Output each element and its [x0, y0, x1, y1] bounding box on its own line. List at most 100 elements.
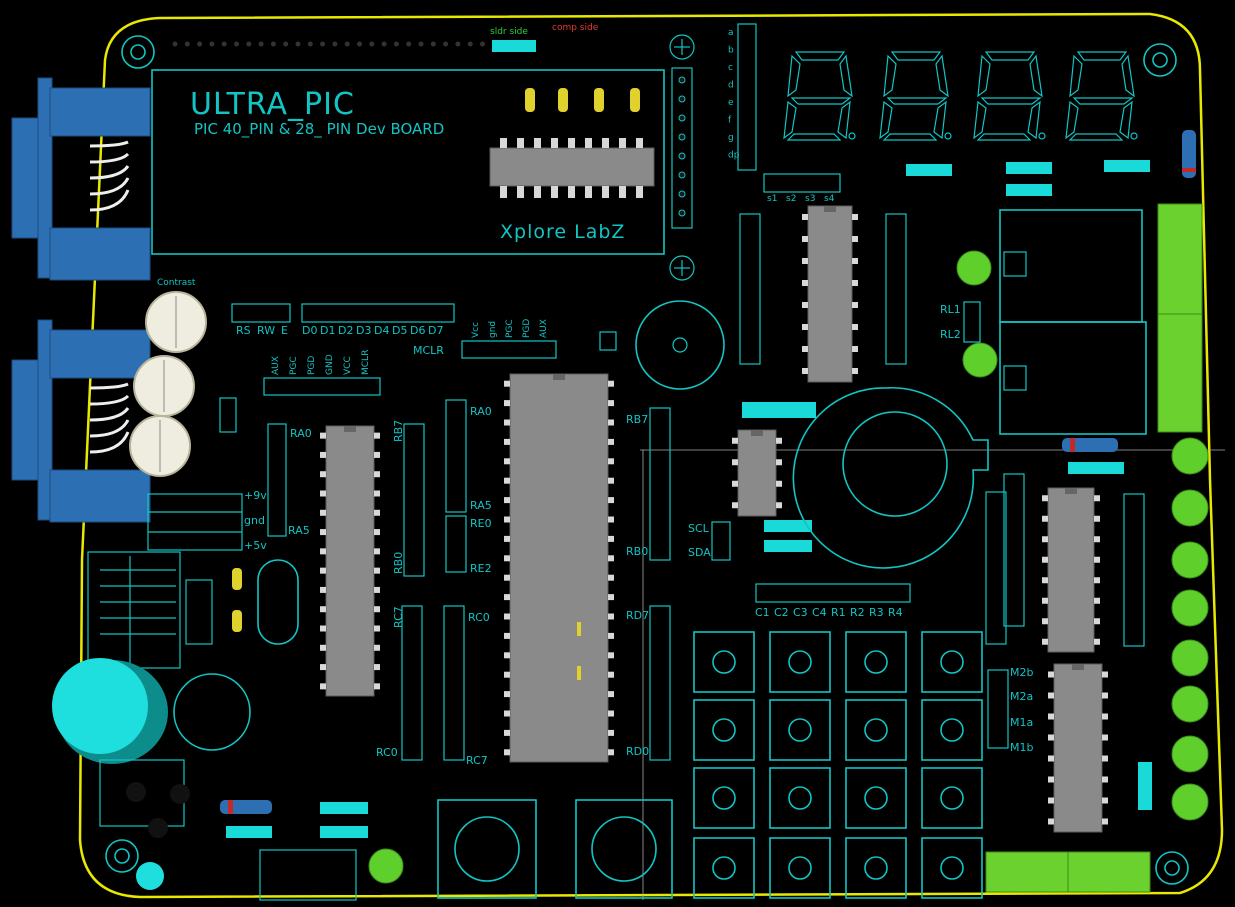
- keypad-key-r1-c3[interactable]: [845, 631, 907, 693]
- user-button[interactable]: [575, 799, 673, 899]
- key-plunger: [864, 856, 888, 880]
- segment: [984, 51, 1036, 61]
- keypad-key-r2-c4[interactable]: [921, 699, 983, 761]
- relay-label-1: RL1: [940, 303, 961, 316]
- keypad-key-r3-c3[interactable]: [845, 767, 907, 829]
- keypad-key-r4-c2[interactable]: [769, 837, 831, 899]
- keypad-key-r2-c3[interactable]: [845, 699, 907, 761]
- keypad-key-r2-c1[interactable]: [693, 699, 755, 761]
- ic-pin: [1042, 556, 1048, 563]
- ic-pin: [1048, 692, 1054, 699]
- header-hole: [455, 41, 461, 47]
- ic-pin: [852, 236, 858, 242]
- db9-lead: [89, 419, 130, 438]
- header-hole: [307, 41, 313, 47]
- ic-motor-driver-2: [1048, 663, 1108, 833]
- keypad-key-r3-c4[interactable]: [921, 767, 983, 829]
- ic-body: [737, 429, 777, 517]
- round-sensor: [792, 386, 989, 569]
- ic-pin: [636, 186, 643, 198]
- lcd-pin-d7: D7: [428, 324, 443, 337]
- solder-side-label: sldr side: [490, 27, 528, 37]
- ic-pin: [852, 214, 858, 220]
- digit-select-s3: s3: [805, 194, 815, 204]
- keypad-key-r3-c2[interactable]: [769, 767, 831, 829]
- ic-pin: [1042, 515, 1048, 522]
- seg-label-dp: dp: [728, 151, 740, 161]
- power-5v: +5v: [244, 539, 267, 552]
- icsp-left-gnd: GND: [325, 354, 335, 375]
- segment: [1029, 54, 1043, 98]
- keypad-key-r4-c1[interactable]: [693, 837, 755, 899]
- dc-jack: [99, 759, 190, 838]
- ic-pin: [320, 664, 326, 671]
- power-header: [147, 493, 243, 551]
- ic-pin: [776, 437, 782, 444]
- key-outline: [693, 767, 755, 829]
- ic-pin: [504, 497, 510, 504]
- ic-pin: [1102, 671, 1108, 678]
- icsp-top-gnd: gnd: [488, 321, 498, 338]
- ic-pin: [374, 586, 380, 593]
- ic-pin: [504, 671, 510, 678]
- decimal-point: [944, 132, 952, 140]
- motor-m2b: M2b: [1010, 666, 1033, 679]
- keypad-pin-r3: R3: [869, 606, 884, 619]
- keypad-key-r1-c2[interactable]: [769, 631, 831, 693]
- ic-pin: [1048, 734, 1054, 741]
- keypad-pin-r4: R4: [888, 606, 903, 619]
- header-hole: [357, 41, 362, 47]
- brand-name: Xplore LabZ: [500, 221, 625, 243]
- keypad-pin-c4: C4: [812, 606, 827, 619]
- header-hole: [209, 41, 215, 47]
- lcd-pin-rs: RS: [236, 324, 251, 337]
- keypad-key-r1-c1[interactable]: [693, 631, 755, 693]
- segment: [790, 97, 852, 105]
- ic-pin: [608, 710, 614, 717]
- reset-button[interactable]: [437, 799, 537, 899]
- port-rd7: RD7: [626, 609, 649, 622]
- key-plunger: [864, 650, 888, 674]
- buzzer: [635, 300, 725, 390]
- header-hole: [678, 152, 686, 160]
- i2c-sda: SDA: [688, 546, 711, 559]
- lcd-pin-d2: D2: [338, 324, 353, 337]
- keypad-key-r2-c2[interactable]: [769, 699, 831, 761]
- ic-pin: [374, 451, 380, 458]
- header-hole: [430, 41, 436, 47]
- ic-pin: [619, 186, 626, 198]
- header-hole: [258, 41, 264, 47]
- ic-pin: [374, 471, 380, 478]
- keypad-key-r1-c4[interactable]: [921, 631, 983, 693]
- ic-notch: [751, 430, 763, 436]
- ic-pin: [374, 606, 380, 613]
- ic-pin: [320, 529, 326, 536]
- digit-select-s1: s1: [767, 194, 777, 204]
- board-subtitle: PIC 40_PIN & 28_ PIN Dev BOARD: [194, 120, 444, 139]
- segment: [837, 100, 851, 140]
- ic-pin: [852, 324, 858, 330]
- ic-pin: [1042, 536, 1048, 543]
- icsp-top-pgc: PGC: [505, 319, 515, 338]
- ic-pin: [776, 480, 782, 487]
- header-hole: [418, 41, 424, 47]
- ic-pin: [1102, 818, 1108, 825]
- keypad-key-r3-c1[interactable]: [693, 767, 755, 829]
- ic-pin: [802, 280, 808, 286]
- top-resistor: [492, 40, 536, 52]
- keypad-key-r4-c4[interactable]: [921, 837, 983, 899]
- lcd-pin-rw: RW: [257, 324, 275, 337]
- display-resistors: [906, 160, 1150, 196]
- keypad-key-r4-c3[interactable]: [845, 837, 907, 899]
- ic-pin: [608, 400, 614, 407]
- ic-pin: [802, 302, 808, 308]
- ic-pin: [1094, 638, 1100, 645]
- port-ra5-left: RA5: [288, 524, 310, 537]
- seg-label-b: b: [728, 46, 734, 56]
- ic-pin: [374, 529, 380, 536]
- decimal-point: [1130, 132, 1138, 140]
- db9-top-block: [49, 87, 151, 137]
- ic-pin: [1094, 597, 1100, 604]
- segment: [973, 100, 987, 140]
